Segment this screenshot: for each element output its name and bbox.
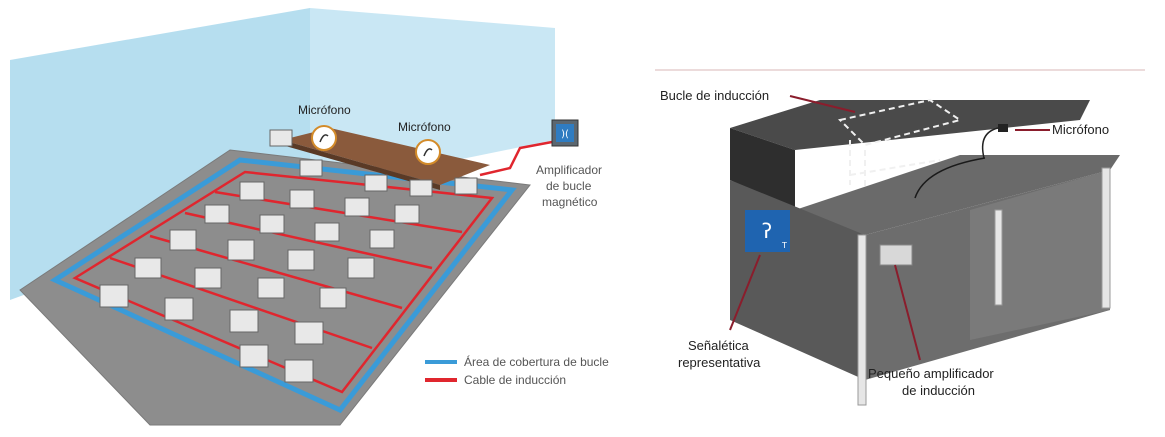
legend-cable: Cable de inducción: [425, 373, 566, 387]
induction-loop-dashed: [838, 98, 963, 190]
room-illustration: )(: [10, 8, 579, 426]
room-diagram: )( Micrófono Micrófono Amplificador de b…: [10, 8, 609, 426]
label-amplifier-line2: de bucle: [546, 179, 592, 193]
desk-surface: [795, 155, 1120, 235]
svg-text:)(: )(: [561, 129, 569, 140]
label-amplifier-line1: Pequeño amplificador: [868, 366, 994, 381]
label-induction-loop: Bucle de inducción: [660, 88, 770, 103]
label-amplifier-line1: Amplificador: [536, 163, 603, 177]
legend-label: Área de cobertura de bucle: [464, 355, 609, 369]
desk-leg: [857, 234, 867, 406]
legend-label: Cable de inducción: [464, 373, 567, 387]
svg-text:T: T: [781, 241, 787, 250]
legend-coverage: Área de cobertura de bucle: [425, 355, 609, 369]
desk-diagram: ʔ T Bucle de inducción Micrófono Señalét…: [640, 0, 1165, 432]
desk-leg: [1101, 167, 1111, 309]
ear-icon: ʔ: [762, 219, 772, 243]
label-signage-line1: Señalética: [688, 338, 749, 353]
leader-lines: [729, 95, 1050, 361]
hearing-loop-sign: [745, 210, 790, 252]
legend-swatch-blue: [425, 360, 457, 364]
label-mic-2: Micrófono: [398, 120, 451, 134]
chairs: [99, 129, 478, 383]
counter-top: [730, 100, 1090, 150]
label-signage-line2: representativa: [678, 355, 761, 370]
microphone-icon: [998, 124, 1008, 132]
microphone-icon: [415, 139, 441, 165]
desk-leg: [994, 209, 1003, 306]
desk-illustration: ʔ T: [655, 69, 1145, 406]
legend-swatch-red: [425, 378, 457, 382]
label-microphone: Micrófono: [1052, 122, 1110, 137]
amplifier-cable: [479, 140, 553, 177]
back-wall-left: [10, 8, 310, 300]
small-amplifier-device: [879, 244, 913, 266]
label-mic-1: Micrófono: [298, 103, 351, 117]
microphone-cable: [914, 157, 986, 199]
microphone-icon: [311, 125, 337, 151]
label-amplifier-line3: magnético: [542, 195, 598, 209]
label-amplifier-line2: de inducción: [902, 383, 975, 398]
